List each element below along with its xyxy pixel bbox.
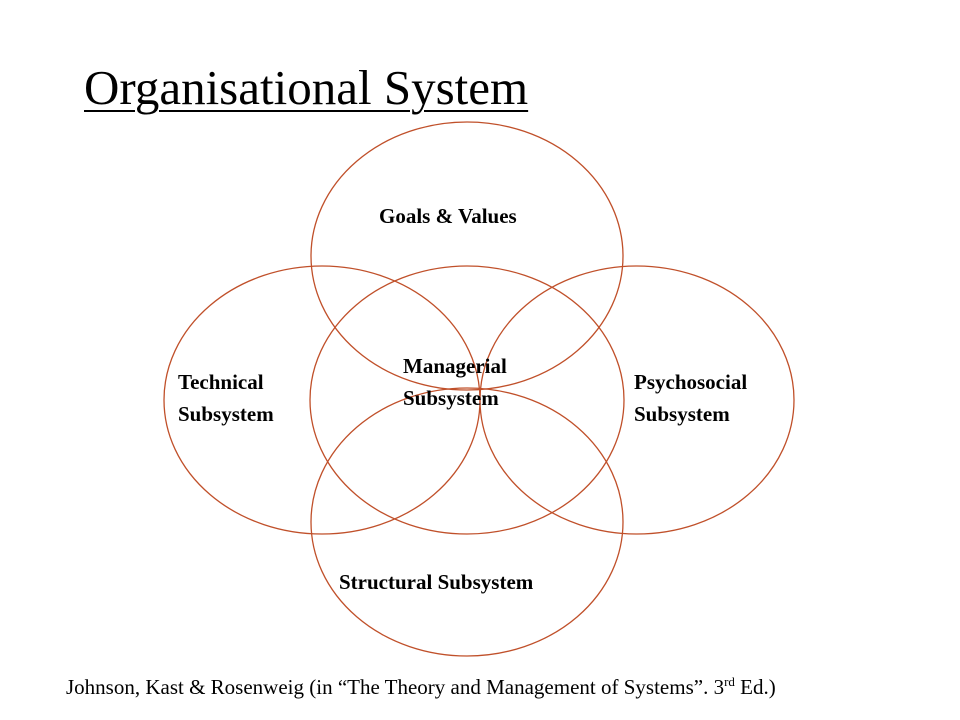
slide-title: Organisational System	[84, 60, 529, 115]
structural-subsystem-circle	[310, 387, 624, 657]
managerial-subsystem-circle	[309, 265, 625, 535]
technical-label-line-2: Subsystem	[178, 402, 274, 426]
psychosocial-subsystem-label: Psychosocial Subsystem	[634, 370, 752, 426]
goals-values-circle	[310, 121, 624, 391]
source-citation: Johnson, Kast & Rosenweig (in “The Theor…	[66, 674, 776, 700]
psychosocial-subsystem-circle	[479, 265, 795, 535]
goals-values-label: Goals & Values	[379, 204, 517, 228]
citation-suffix: Ed.)	[734, 675, 776, 699]
technical-subsystem-label: Technical Subsystem	[178, 370, 274, 426]
citation-text: Johnson, Kast & Rosenweig (in “The Theor…	[66, 675, 725, 699]
technical-label-line-1: Technical	[178, 370, 264, 394]
managerial-subsystem-label: Managerial Subsystem	[403, 354, 512, 410]
managerial-label-line-1: Managerial	[403, 354, 507, 378]
psychosocial-label-line-2: Subsystem	[634, 402, 730, 426]
citation-superscript: rd	[724, 674, 735, 689]
managerial-label-line-2: Subsystem	[403, 386, 499, 410]
psychosocial-label-line-1: Psychosocial	[634, 370, 747, 394]
structural-subsystem-label: Structural Subsystem	[339, 570, 534, 594]
